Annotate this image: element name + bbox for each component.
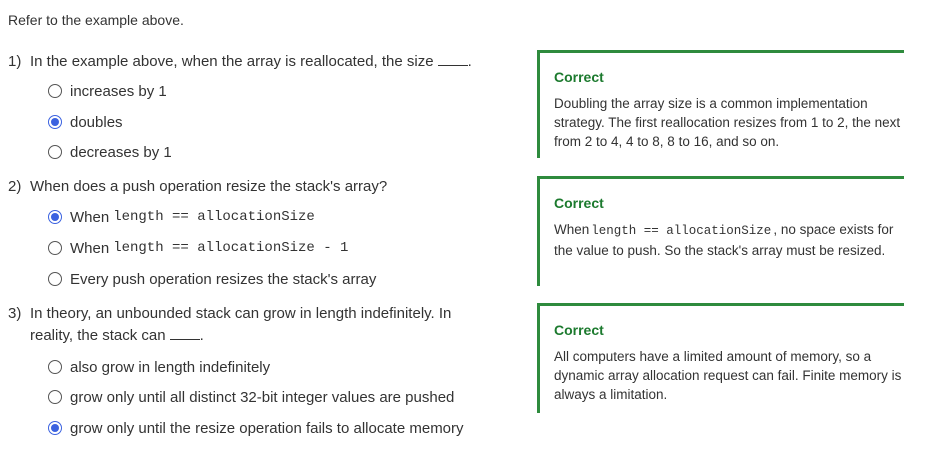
q3-option-1[interactable]: also grow in length indefinitely — [48, 357, 270, 377]
option-code: length == allocationSize - 1 — [113, 240, 349, 256]
radio-button[interactable] — [48, 360, 62, 374]
feedback-text-pre: When — [554, 222, 590, 237]
q1-option-2[interactable]: doubles — [48, 112, 123, 132]
radio-button-selected[interactable] — [48, 115, 62, 129]
intro-text: Refer to the example above. — [8, 12, 184, 28]
q2-option-3[interactable]: Every push operation resizes the stack's… — [48, 269, 376, 289]
feedback-text: All computers have a limited amount of m… — [554, 349, 902, 402]
radio-button[interactable] — [48, 241, 62, 255]
question-number: 1) — [8, 53, 22, 70]
option-label: When — [70, 208, 110, 226]
answer-blank — [169, 326, 200, 340]
option-label: grow only until all distinct 32-bit inte… — [70, 388, 455, 406]
option-label: also grow in length indefinitely — [70, 358, 271, 376]
question-number: 3) — [8, 305, 22, 322]
question-number: 2) — [8, 178, 22, 195]
option-code: length == allocationSize — [113, 209, 315, 225]
option-label: increases by 1 — [70, 82, 167, 100]
q1-option-3[interactable]: decreases by 1 — [48, 142, 172, 162]
feedback-status: Correct — [554, 322, 604, 338]
question-prompt: When does a push operation resize the st… — [30, 178, 388, 195]
feedback-text-post: , no space exists for the value to push.… — [554, 222, 894, 258]
question-prompt-line2: reality, the stack can — [30, 327, 166, 344]
radio-button[interactable] — [48, 272, 62, 286]
feedback-status: Correct — [554, 69, 604, 85]
q3-option-3[interactable]: grow only until the resize operation fai… — [48, 418, 464, 438]
radio-button-selected[interactable] — [48, 210, 62, 224]
feedback-panel-1: Correct Doubling the array size is a com… — [537, 50, 904, 158]
feedback-panel-3: Correct All computers have a limited amo… — [537, 303, 904, 413]
answer-blank — [437, 52, 468, 66]
q3-option-2[interactable]: grow only until all distinct 32-bit inte… — [48, 387, 454, 407]
radio-button-selected[interactable] — [48, 421, 62, 435]
option-label: decreases by 1 — [70, 143, 172, 161]
radio-button[interactable] — [48, 390, 62, 404]
q2-option-1[interactable]: When length == allocationSize — [48, 207, 319, 227]
question-prompt-line1: In theory, an unbounded stack can grow i… — [30, 305, 452, 322]
option-label: grow only until the resize operation fai… — [70, 419, 464, 437]
feedback-code: length == allocationSize — [591, 224, 772, 238]
question-3: 3) In theory, an unbounded stack can grow… — [8, 305, 452, 344]
q1-option-1[interactable]: increases by 1 — [48, 81, 167, 101]
question-prompt: In the example above, when the array is … — [30, 53, 434, 70]
feedback-text: Doubling the array size is a common impl… — [554, 96, 901, 149]
radio-button[interactable] — [48, 84, 62, 98]
option-label: When — [70, 239, 110, 257]
option-label: doubles — [70, 113, 123, 131]
question-2: 2) When does a push operation resize the … — [8, 176, 387, 198]
radio-button[interactable] — [48, 145, 62, 159]
q2-option-2[interactable]: When length == allocationSize - 1 — [48, 238, 352, 258]
option-label: Every push operation resizes the stack's… — [70, 270, 377, 288]
feedback-status: Correct — [554, 195, 604, 211]
question-1: 1) In the example above, when the array i… — [8, 51, 472, 73]
